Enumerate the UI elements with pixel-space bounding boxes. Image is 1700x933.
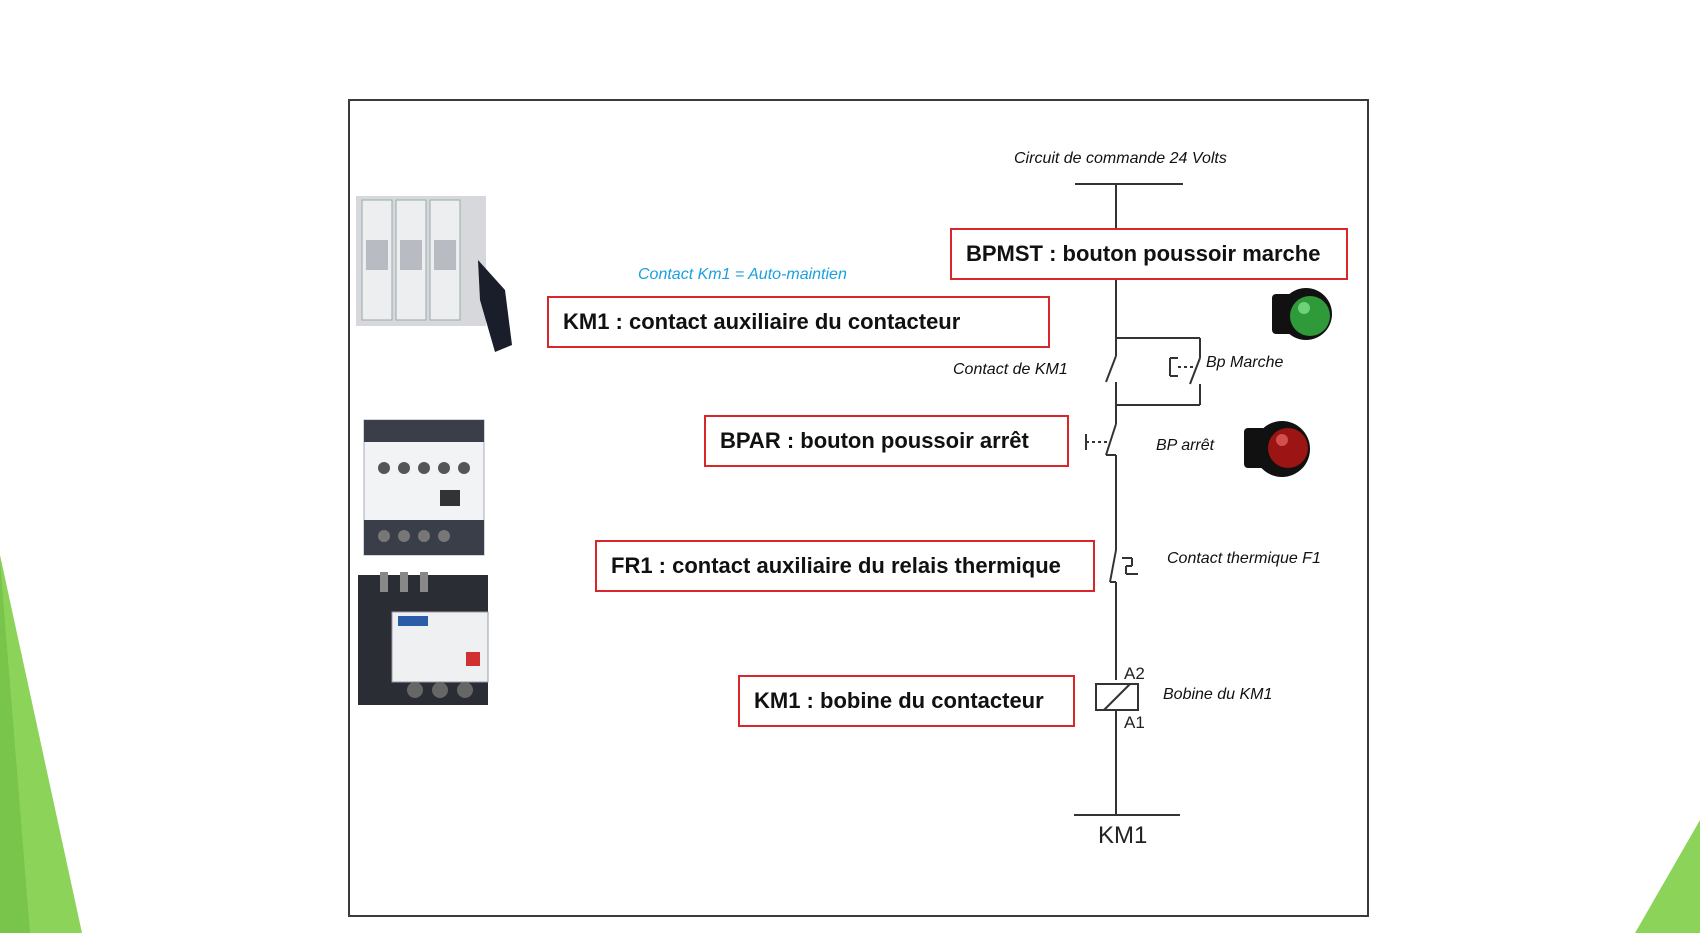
bp-arret-symbol (1085, 420, 1117, 545)
auto-maintien-note: Contact Km1 = Auto-maintien (638, 266, 847, 283)
caption-km1-contact: KM1 : contact auxiliaire du contacteur (547, 296, 1050, 348)
circuit-title: Circuit de commande 24 Volts (1014, 150, 1227, 167)
contactor-image (363, 419, 485, 556)
label-bobine: Bobine du KM1 (1163, 686, 1273, 703)
km1-contact-symbol (1105, 338, 1117, 420)
thermal-contact-symbol (1109, 545, 1138, 680)
label-contact-km1: Contact de KM1 (953, 361, 1068, 378)
caption-bpmst: BPMST : bouton poussoir marche (950, 228, 1348, 280)
disconnect-switch-image (356, 196, 512, 352)
label-bp-marche: Bp Marche (1206, 354, 1284, 371)
thermal-relay-image (358, 572, 489, 705)
terminal-a2: A2 (1124, 664, 1145, 683)
caption-bpar: BPAR : bouton poussoir arrêt (704, 415, 1069, 467)
caption-fr1: FR1 : contact auxiliaire du relais therm… (595, 540, 1095, 592)
label-bp-arret: BP arrêt (1156, 437, 1215, 454)
caption-km1-coil: KM1 : bobine du contacteur (738, 675, 1075, 727)
terminal-a1: A1 (1124, 713, 1145, 732)
coil-symbol (1095, 683, 1139, 815)
label-contact-thermique: Contact thermique F1 (1167, 550, 1321, 567)
green-pushbutton-image (1272, 288, 1332, 340)
red-pushbutton-image (1244, 421, 1310, 477)
bp-marche-symbol (1169, 357, 1201, 405)
km1-bottom-label: KM1 (1098, 822, 1148, 849)
